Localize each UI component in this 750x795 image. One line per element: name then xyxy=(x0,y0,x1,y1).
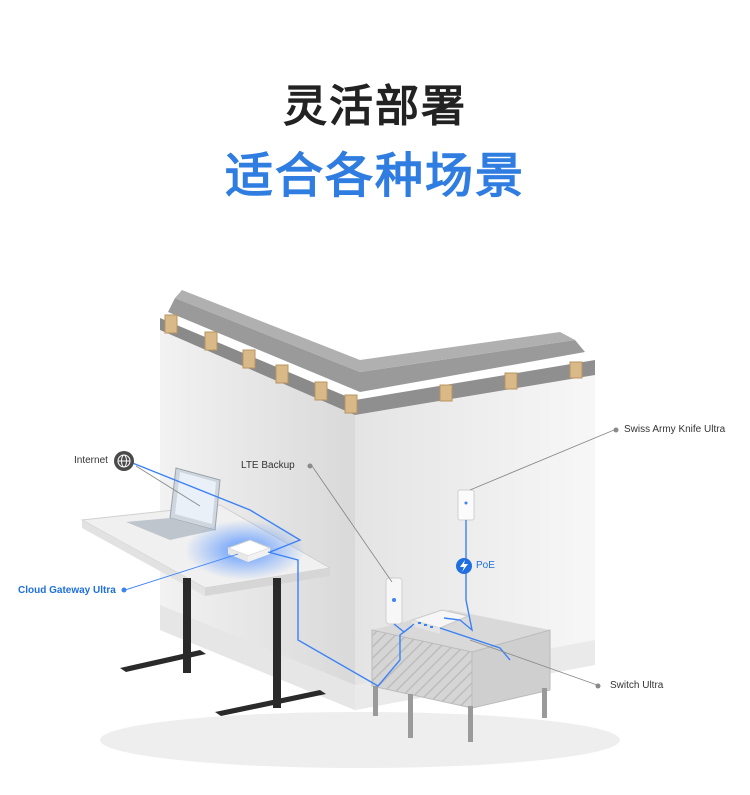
network-cables xyxy=(129,461,511,687)
internet-label: Internet xyxy=(74,455,108,466)
lte-device xyxy=(385,577,403,625)
heading-line-1: 灵活部署 xyxy=(283,81,467,132)
poe-label: PoE xyxy=(476,560,495,571)
switch-ultra-label: Switch Ultra xyxy=(610,680,664,691)
cloud-gateway-device xyxy=(226,539,272,562)
lte-backup-label: LTE Backup xyxy=(241,460,295,471)
left-wall xyxy=(160,330,355,710)
lightning-bolt-icon xyxy=(456,558,472,574)
globe-icon xyxy=(114,451,134,471)
heading-line-2: 适合各种场景 xyxy=(224,148,525,204)
swiss-army-knife-device xyxy=(457,489,475,521)
switch-device xyxy=(410,609,470,634)
floor-shadow xyxy=(100,712,620,768)
wall-top-section xyxy=(160,290,595,415)
leader-lines xyxy=(135,429,615,687)
cloud-gateway-label: Cloud Gateway Ultra xyxy=(18,585,116,596)
swiss-army-knife-label: Swiss Army Knife Ultra xyxy=(624,424,726,435)
